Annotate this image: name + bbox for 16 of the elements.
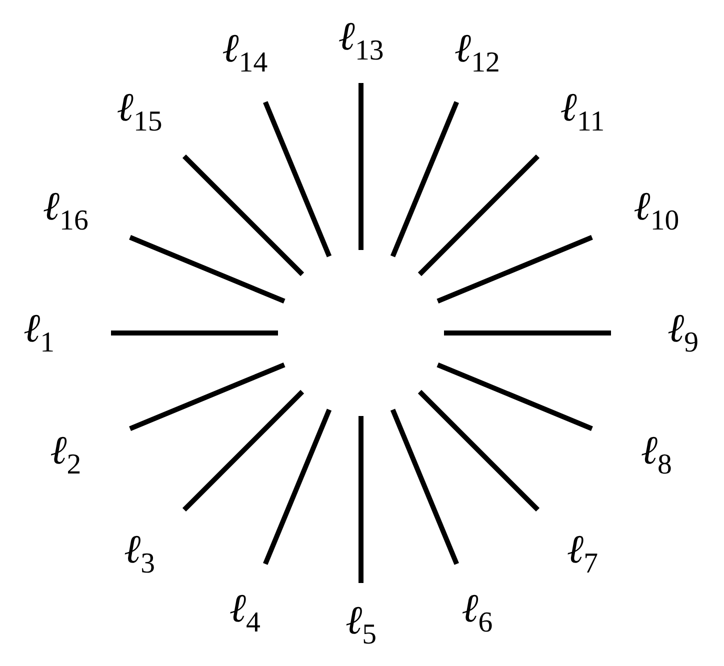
- line-label: ℓ$_{15}$: [116, 87, 162, 136]
- line-label: ℓ$_{7}$: [566, 530, 598, 579]
- line-label: ℓ$_{4}$: [229, 588, 260, 638]
- line-label: ℓ$_{6}$: [462, 588, 493, 638]
- line-label: ℓ$_{2}$: [50, 430, 82, 480]
- line-label: ℓ$_{5}$: [345, 600, 377, 650]
- line-label: ℓ$_{3}$: [124, 530, 156, 579]
- line-label: ℓ$_{1}$: [23, 308, 55, 358]
- line-label: ℓ$_{14}$: [222, 28, 268, 78]
- line-label: ℓ$_{16}$: [42, 186, 88, 236]
- line-label: ℓ$_{9}$: [667, 308, 699, 358]
- line-label: ℓ$_{12}$: [454, 28, 500, 78]
- line-label: ℓ$_{8}$: [640, 430, 672, 480]
- line-label: ℓ$_{11}$: [560, 87, 605, 136]
- line-label: ℓ$_{10}$: [634, 186, 680, 236]
- line-label: ℓ$_{13}$: [338, 16, 384, 66]
